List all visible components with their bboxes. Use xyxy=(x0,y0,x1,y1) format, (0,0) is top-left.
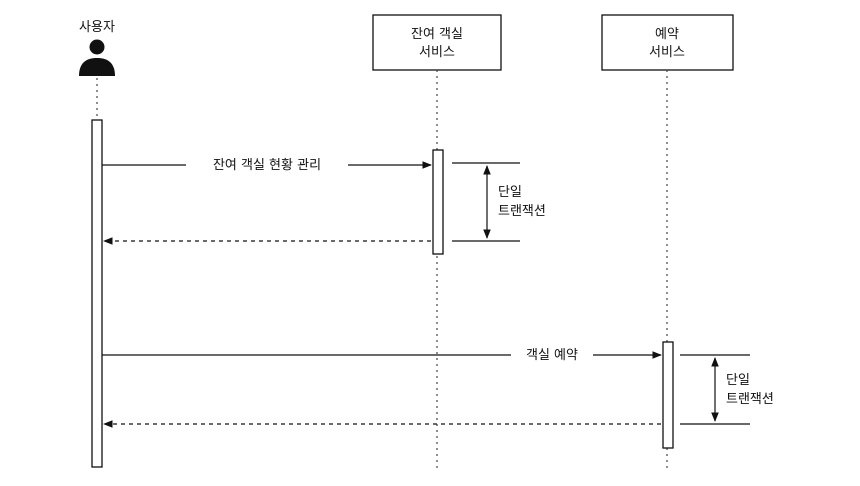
actor-user: 사용자 xyxy=(79,20,115,76)
message-inventory-request: 잔여 객실 현황 관리 xyxy=(102,154,432,174)
participant-box-inventory xyxy=(372,14,502,71)
participant-reservation-service: 예약 서비스 xyxy=(601,14,734,71)
transaction-bracket-2: 단일 트랜잭션 xyxy=(680,354,774,425)
message-reservation-request: 객실 예약 xyxy=(102,344,662,364)
transaction-2-line2: 트랜잭션 xyxy=(726,392,774,407)
participant-inventory-line2: 서비스 xyxy=(419,45,455,60)
activation-reservation xyxy=(662,341,674,449)
message-inventory-label: 잔여 객실 현황 관리 xyxy=(213,158,321,173)
transaction-1-line1: 단일 xyxy=(498,185,522,200)
participant-inventory-service: 잔여 객실 서비스 xyxy=(372,14,502,71)
transaction-2-line1: 단일 xyxy=(726,373,750,388)
message-reservation-label: 객실 예약 xyxy=(526,348,578,363)
participant-inventory-line1: 잔여 객실 xyxy=(411,27,463,42)
participant-reservation-line2: 서비스 xyxy=(649,45,685,60)
transaction-1-line2: 트랜잭션 xyxy=(498,204,546,219)
person-icon xyxy=(79,39,115,76)
participant-reservation-line1: 예약 xyxy=(655,27,679,42)
activation-user xyxy=(91,119,103,468)
actor-user-label: 사용자 xyxy=(79,20,115,35)
label-bg xyxy=(511,344,593,364)
participant-box-reservation xyxy=(601,14,734,71)
transaction-bracket-1: 단일 트랜잭션 xyxy=(452,162,546,242)
label-bg xyxy=(186,154,348,174)
activation-inventory xyxy=(432,149,444,255)
